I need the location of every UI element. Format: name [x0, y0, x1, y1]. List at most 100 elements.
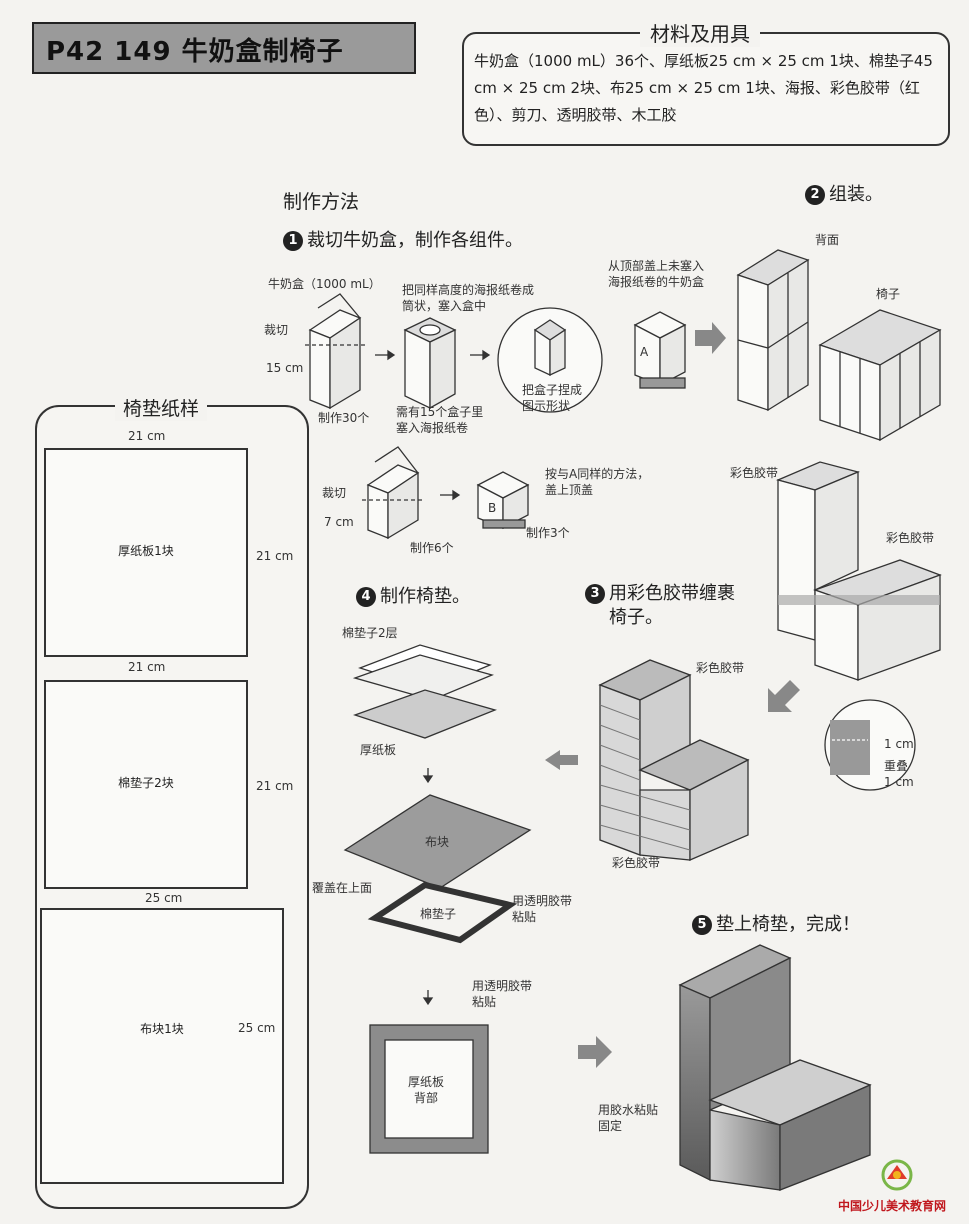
step-5-text: 垫上椅垫，完成！ [716, 914, 860, 935]
pattern-cloth: 布块1块 [40, 908, 284, 1184]
label-overlap: 重叠 [884, 759, 909, 773]
label-need-15-line2: 塞入海报纸卷 [396, 421, 469, 436]
site-logo-icon [881, 1159, 913, 1191]
label-milk-carton: 牛奶盒（1000 mL） [268, 277, 381, 291]
arrow-right-icon-2 [578, 1036, 612, 1068]
label-cushion-2-layers: 棉垫子2层 [342, 626, 398, 640]
step-4-number: 4 [356, 587, 376, 607]
pattern-cardboard-width: 21 cm [128, 429, 166, 443]
label-clear-tape-2-line1: 用透明胶带 [472, 979, 533, 993]
page-title-box: P42 149 牛奶盒制椅子 [32, 22, 416, 74]
label-pinch-line1: 把盒子捏成 [522, 383, 583, 397]
label-cut-1: 裁切 [264, 323, 289, 337]
cloth-drawing [343, 794, 532, 889]
label-make-6: 制作6个 [410, 541, 454, 555]
box-b-drawing [476, 471, 530, 530]
pattern-heading: 椅垫纸样 [115, 394, 208, 421]
step-3-number: 3 [585, 584, 605, 604]
label-back: 背面 [815, 233, 840, 247]
label-clear-tape-2: 用透明胶带 粘贴 [472, 978, 532, 1010]
label-15cm: 15 cm [266, 361, 304, 375]
label-need-15-line1: 需有15个盒子里 [396, 405, 484, 419]
label-clear-tape-1: 用透明胶带 粘贴 [512, 893, 572, 925]
cushion-layers-drawing [352, 644, 498, 739]
label-tape-color-4: 彩色胶带 [612, 856, 661, 870]
cushion-frame-drawing [367, 881, 518, 944]
label-make-3: 制作3个 [526, 526, 570, 540]
box-a-drawing [633, 311, 687, 389]
chair-back-tower-drawing [736, 249, 810, 412]
pattern-cardboard-height: 21 cm [256, 549, 294, 563]
label-one-cm: 1 cm [884, 737, 914, 751]
label-pinch: 把盒子捏成 图示形状 [522, 382, 582, 414]
label-cardboard: 厚纸板 [360, 743, 397, 757]
label-cushion: 棉垫子 [420, 907, 457, 921]
label-overlap-cm: 1 cm [884, 775, 914, 789]
label-lid-line2: 海报纸卷的牛奶盒 [608, 275, 705, 290]
label-poster-roll-line2: 筒状，塞入盒中 [402, 299, 487, 314]
assembled-chair-drawing [776, 461, 942, 681]
site-name: 中国少儿美术教育网 [838, 1199, 947, 1213]
label-same-as-a-line2: 盖上顶盖 [545, 483, 594, 498]
pattern-cushion-label: 棉垫子2块 [118, 776, 174, 790]
label-7cm: 7 cm [324, 515, 354, 529]
materials-box [462, 32, 950, 146]
label-cardboard-back-line1: 厚纸板 [408, 1075, 445, 1089]
label-lid: 从顶部盖上未塞入 海报纸卷的牛奶盒 [608, 258, 704, 290]
arrow-down-left-icon [768, 680, 800, 712]
step-4-text: 制作椅垫。 [380, 586, 470, 607]
chair-seat-block-drawing [818, 309, 942, 442]
step-3-text-line2: 椅子。 [609, 607, 663, 628]
label-clear-tape-1-line1: 用透明胶带 [512, 894, 573, 908]
label-box-a: A [640, 345, 649, 359]
label-need-15: 需有15个盒子里 塞入海报纸卷 [396, 404, 483, 436]
arrow-right-icon [695, 322, 726, 354]
finished-chair-drawing [678, 944, 872, 1191]
label-poster-roll-line1: 把同样高度的海报纸卷成 [402, 283, 535, 297]
step-1-number: 1 [283, 231, 303, 251]
pattern-cloth-width: 25 cm [145, 891, 183, 905]
milk-carton-short-drawing [362, 446, 425, 540]
pattern-cardboard: 厚纸板1块 [44, 448, 248, 657]
taped-chair-drawing [598, 659, 750, 861]
pattern-cardboard-label: 厚纸板1块 [118, 544, 174, 558]
step-2-number: 2 [805, 185, 825, 205]
label-cardboard-back: 厚纸板 背部 [408, 1074, 444, 1106]
label-lid-line1: 从顶部盖上未塞入 [608, 259, 705, 273]
materials-heading: 材料及用具 [640, 18, 760, 47]
poster-roll-box-drawing [403, 317, 457, 410]
pattern-cushion-width: 21 cm [128, 660, 166, 674]
step-3-text-line1: 用彩色胶带缠裹 [609, 583, 735, 604]
label-glue-line1: 用胶水粘贴 [598, 1103, 659, 1117]
materials-text: 牛奶盒（1000 mL）36个、厚纸板25 cm × 25 cm 1块、棉垫子4… [474, 52, 933, 124]
milk-carton-tall-drawing [305, 293, 365, 410]
label-cut-2: 裁切 [322, 486, 347, 500]
arrow-left-icon [545, 750, 578, 770]
label-box-b: B [488, 501, 497, 515]
label-chair: 椅子 [876, 287, 901, 301]
pattern-cushion: 棉垫子2块 [44, 680, 248, 889]
label-cloth: 布块 [425, 835, 450, 849]
label-clear-tape-2-line2: 粘贴 [472, 995, 497, 1010]
label-cardboard-back-line2: 背部 [414, 1091, 439, 1106]
label-same-as-a: 按与A同样的方法， 盖上顶盖 [545, 466, 649, 498]
step-5-number: 5 [692, 915, 712, 935]
label-tape-color-3: 彩色胶带 [696, 661, 745, 675]
label-clear-tape-1-line2: 粘贴 [512, 910, 537, 925]
cardboard-back-drawing [369, 1024, 489, 1154]
label-tape-color-1: 彩色胶带 [730, 466, 779, 480]
pattern-cloth-label: 布块1块 [140, 1022, 184, 1036]
label-glue-line2: 固定 [598, 1119, 623, 1134]
pattern-cloth-height: 25 cm [238, 1021, 276, 1035]
pattern-cushion-height: 21 cm [256, 779, 294, 793]
label-cover-top: 覆盖在上面 [312, 881, 373, 895]
page-title: P42 149 牛奶盒制椅子 [46, 37, 344, 67]
label-same-as-a-line1: 按与A同样的方法， [545, 467, 650, 481]
label-poster-roll: 把同样高度的海报纸卷成 筒状，塞入盒中 [402, 282, 534, 314]
